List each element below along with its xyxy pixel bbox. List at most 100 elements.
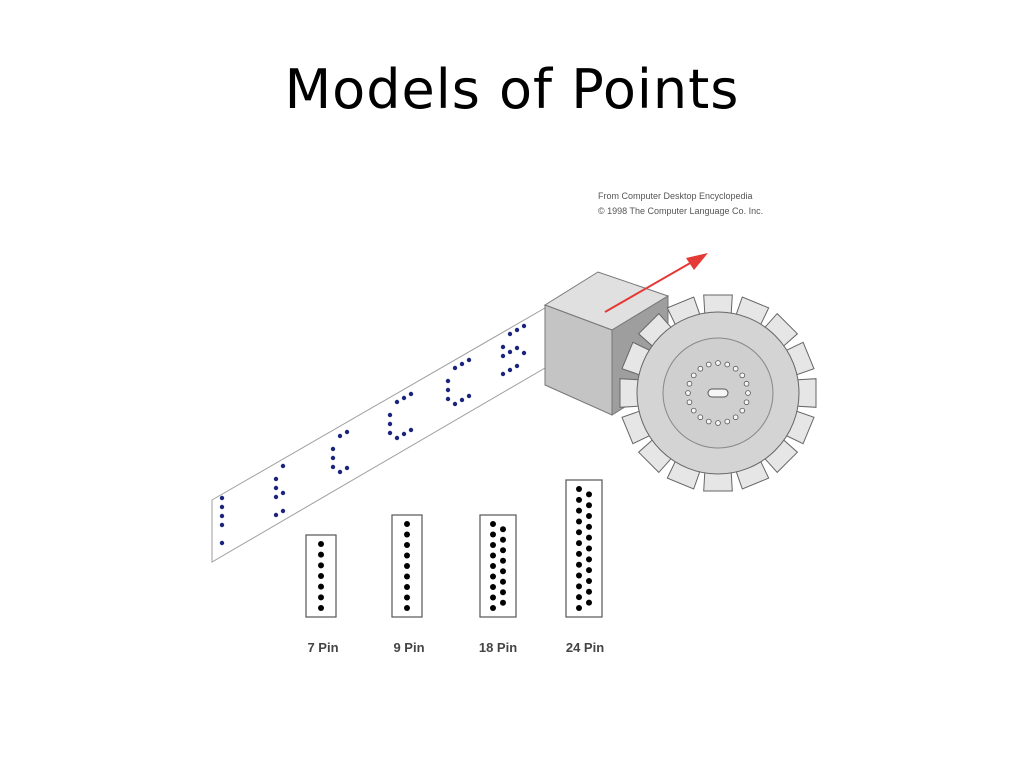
printed-dot [445, 378, 451, 384]
pin-dot [576, 486, 582, 492]
printed-dot [394, 399, 400, 405]
pin-dot [576, 529, 582, 536]
pin-dot [404, 542, 410, 548]
pin-dot [500, 568, 506, 575]
pin-dot [404, 594, 410, 601]
pin-dot [490, 584, 496, 590]
pin-dot [318, 562, 324, 569]
printed-dot [273, 476, 279, 482]
pin-head-examples [305, 479, 603, 618]
gear-pin-hole [715, 360, 721, 366]
credit-line-2: © 1998 The Computer Language Co. Inc. [598, 206, 764, 216]
gear-pin-hole [739, 407, 746, 414]
pin-dot [576, 540, 582, 547]
printed-dot [452, 401, 458, 407]
pin-dot [318, 583, 324, 590]
pin-dot [490, 573, 496, 580]
motion-arrow-head [686, 253, 708, 270]
pin-dot [404, 573, 410, 580]
printed-dot [500, 371, 506, 377]
printed-dot [500, 353, 506, 359]
pin-dot [586, 513, 592, 520]
printed-dot [219, 513, 225, 519]
printed-dot [452, 365, 458, 371]
pin-dot [586, 502, 592, 509]
slide-title: Models of Points [284, 58, 740, 121]
gear-pin-hole [705, 418, 712, 425]
printed-dot [387, 430, 393, 436]
printed-dot [445, 396, 451, 402]
printed-dot [219, 522, 225, 528]
gear-pin-hole [724, 361, 731, 368]
printed-dot [514, 327, 520, 333]
printed-dot [344, 429, 350, 435]
pin-dot [500, 557, 506, 564]
gear-pin-hole [743, 380, 750, 387]
pin-dot [586, 545, 592, 552]
pin-dot [576, 572, 582, 579]
pin-dot [586, 491, 592, 498]
pin-dot [500, 536, 506, 543]
gear-pin-hole [732, 365, 739, 372]
pin-dot [500, 578, 506, 585]
daisy-gear-wheel [619, 294, 817, 492]
printed-dot [521, 323, 527, 329]
pin-dot [404, 531, 410, 538]
printed-dot [459, 397, 465, 403]
pin-dot [576, 496, 582, 503]
pin-head-frame [479, 514, 517, 618]
gear-pin-hole [697, 365, 704, 372]
pin-dot [318, 541, 324, 547]
pin-dot [500, 589, 506, 596]
pin-dot [500, 599, 506, 606]
printed-dot [507, 331, 513, 337]
pin-dot [490, 552, 496, 559]
gear-pin-hole [739, 372, 746, 379]
printed-dot [466, 393, 472, 399]
pin-label-18: 18 Pin [478, 640, 518, 655]
pin-dot [576, 550, 582, 557]
pin-dot [404, 521, 410, 527]
gear-pin-hole [686, 380, 693, 387]
gear-pin-hole [686, 399, 693, 406]
printed-dot [401, 395, 407, 401]
pin-dot [490, 594, 496, 601]
printed-dot [344, 465, 350, 471]
printed-dot-characters [219, 323, 527, 546]
printed-dot [273, 512, 279, 518]
pin-dot [586, 588, 592, 595]
pin-dot [576, 594, 582, 601]
gear-pin-hole [743, 399, 750, 406]
pin-label-9: 9 Pin [393, 640, 425, 655]
gear-pin-hole [724, 418, 731, 425]
gear-pin-hole [732, 414, 739, 421]
pin-dot [490, 563, 496, 569]
printed-dot [466, 357, 472, 363]
printed-dot [500, 344, 506, 350]
pin-dot [490, 605, 496, 611]
pin-dot [490, 542, 496, 548]
printed-dot [387, 412, 393, 418]
printed-dot [408, 391, 414, 397]
pin-head-frame [565, 479, 603, 618]
pin-dot [500, 526, 506, 533]
printed-dot [330, 455, 336, 461]
printed-dot [514, 363, 520, 369]
printed-dot [445, 387, 451, 393]
gear-pin-hole [697, 414, 704, 421]
printed-dot [219, 540, 225, 546]
gear-pin-hole [690, 372, 697, 379]
pin-dot [586, 599, 592, 606]
pin-dot [318, 573, 324, 579]
printed-dot [330, 464, 336, 470]
pin-label-7: 7 Pin [307, 640, 339, 655]
printed-dot [459, 361, 465, 367]
printed-dot [507, 367, 513, 373]
pin-dot [576, 507, 582, 514]
pin-dot [490, 531, 496, 538]
printed-dot [280, 508, 286, 514]
pin-dot [576, 561, 582, 568]
printed-dot [521, 350, 527, 356]
pin-dot [318, 594, 324, 601]
